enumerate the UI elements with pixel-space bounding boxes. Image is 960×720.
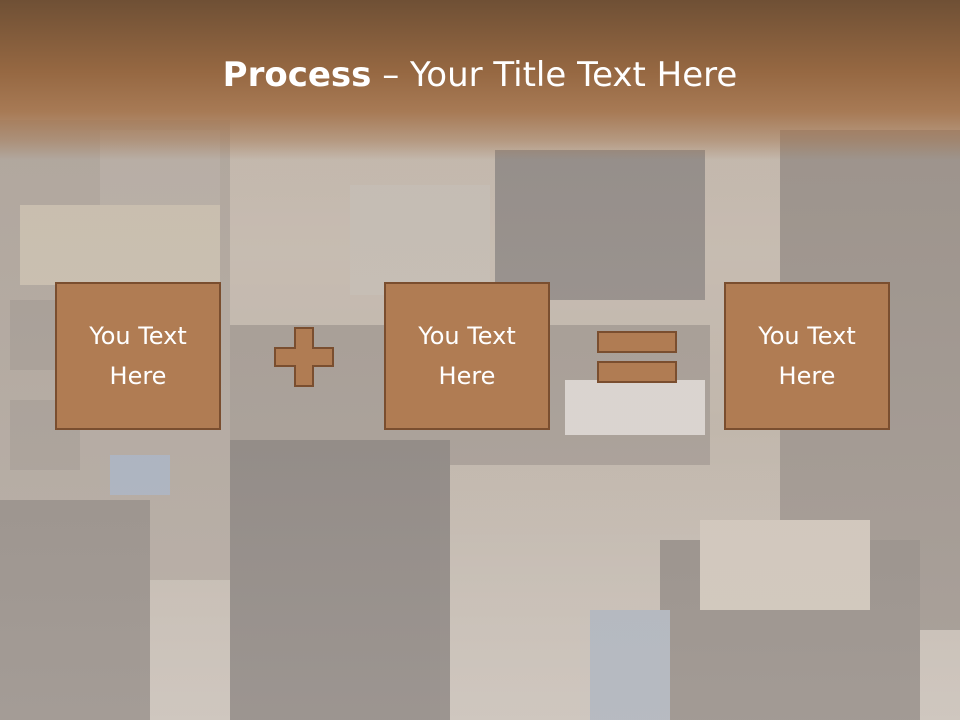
title-rest: Your Title Text Here — [410, 55, 738, 95]
process-box-1[interactable]: You Text Here — [55, 282, 221, 430]
title-bold-part: Process — [222, 55, 372, 95]
title-band — [0, 0, 960, 160]
slide-title: Process – Your Title Text Here — [0, 50, 960, 100]
plus-icon — [274, 327, 334, 387]
process-box-2[interactable]: You Text Here — [384, 282, 550, 430]
process-box-3[interactable]: You Text Here — [724, 282, 890, 430]
title-separator: – — [371, 55, 411, 95]
equals-icon — [597, 331, 677, 383]
